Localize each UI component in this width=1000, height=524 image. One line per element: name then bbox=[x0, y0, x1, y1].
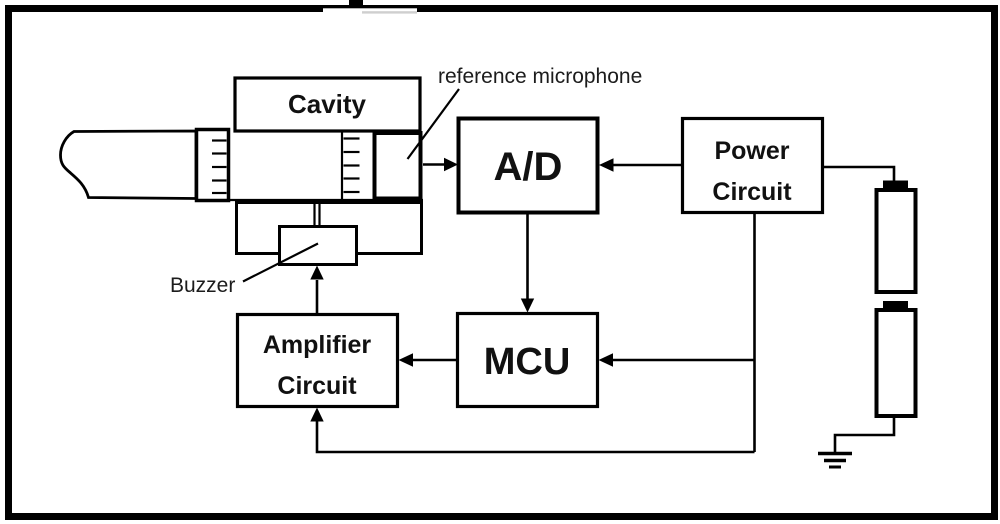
buzzer-annotation: Buzzer bbox=[170, 242, 319, 297]
reference-microphone-label: reference microphone bbox=[438, 65, 642, 88]
ear-probe-shape bbox=[59, 129, 198, 200]
cropped-mark bbox=[349, 0, 363, 6]
border-gap bbox=[323, 8, 417, 13]
mcu-box: MCU bbox=[455, 311, 600, 409]
power-circuit-label-line2: Circuit bbox=[712, 178, 792, 206]
amplifier-circuit-box: Amplifier Circuit bbox=[235, 312, 400, 409]
reference-microphone-box bbox=[372, 131, 423, 201]
arrow-power-to-ad bbox=[599, 158, 681, 172]
power-circuit-box: Power Circuit bbox=[680, 116, 825, 215]
figure-border bbox=[5, 5, 998, 520]
buzzer-label: Buzzer bbox=[170, 274, 235, 297]
buzzer-box bbox=[278, 225, 358, 266]
cavity-comb bbox=[340, 132, 360, 199]
arrow-power-to-amplifier bbox=[310, 407, 755, 454]
border-smudge bbox=[362, 11, 417, 14]
arrow-power-to-mcu bbox=[598, 353, 755, 367]
sound-channel bbox=[313, 201, 321, 227]
reference-microphone-annotation: reference microphone bbox=[406, 65, 642, 160]
ad-label: A/D bbox=[494, 145, 563, 189]
wire-battery-to-ground bbox=[833, 416, 896, 452]
arrow-mcu-to-amplifier bbox=[398, 353, 457, 367]
battery-1 bbox=[874, 180, 918, 294]
power-circuit-label-line1: Power bbox=[714, 137, 789, 165]
mcu-label: MCU bbox=[484, 341, 571, 383]
amplifier-circuit-label-line2: Circuit bbox=[277, 372, 357, 400]
ground-icon bbox=[818, 451, 852, 469]
wire-power-to-battery bbox=[823, 165, 896, 181]
probe-coupler bbox=[194, 127, 231, 203]
battery-2 bbox=[874, 301, 918, 418]
arrow-ad-to-mcu bbox=[520, 213, 535, 313]
cavity-label: Cavity bbox=[288, 89, 367, 119]
amplifier-circuit-label-line1: Amplifier bbox=[263, 331, 372, 359]
arrow-microphone-to-ad bbox=[423, 157, 458, 172]
arrow-amplifier-to-buzzer bbox=[310, 265, 324, 314]
ad-box: A/D bbox=[456, 116, 600, 215]
cavity-box: Cavity bbox=[233, 76, 422, 133]
